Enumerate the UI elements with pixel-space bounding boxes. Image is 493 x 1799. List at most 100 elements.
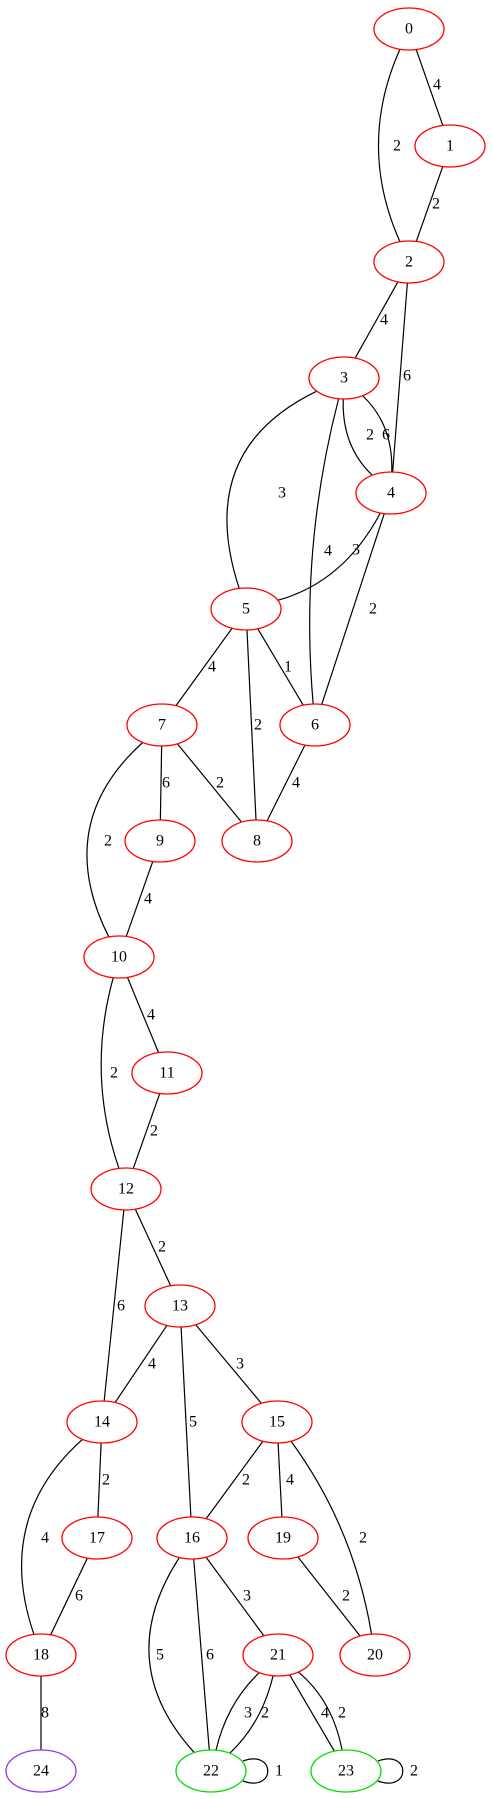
edge-line [193, 1558, 210, 1751]
edge-weight-label: 3 [352, 542, 360, 559]
edge-5-6: 1 [257, 628, 304, 706]
node-label: 13 [172, 1298, 188, 1315]
edge-weight-label: 2 [432, 196, 440, 213]
edge-line [114, 1325, 168, 1403]
node-label: 18 [33, 1647, 49, 1664]
edge-weight-label: 6 [75, 1588, 83, 1605]
edge-weight-label: 2 [338, 1705, 346, 1722]
edge-13-15: 3 [195, 1324, 262, 1404]
node-ellipse [279, 703, 351, 747]
edge-line [277, 1442, 283, 1518]
edge-weight-label: 2 [110, 1065, 118, 1082]
node-18: 18 [5, 1633, 77, 1677]
edge-13-14: 4 [114, 1325, 168, 1403]
node-ellipse [221, 819, 293, 863]
edge-weight-label: 2 [261, 1705, 269, 1722]
edge-weight-label: 2 [359, 1530, 367, 1547]
edge-3-5: 3 [226, 390, 317, 589]
edge-weight-label: 4 [147, 1007, 155, 1024]
edge-line [415, 49, 444, 126]
edge-line [242, 1758, 269, 1784]
edge-line [229, 1675, 274, 1754]
node-label: 0 [405, 21, 413, 38]
edge-12-14: 6 [103, 1209, 125, 1402]
node-24: 24 [5, 1749, 77, 1793]
node-label: 11 [159, 1065, 174, 1082]
edge-line [277, 512, 381, 601]
edge-7-10: 2 [86, 742, 144, 938]
node-4: 4 [355, 471, 427, 515]
edge-14-18: 4 [20, 1438, 83, 1635]
edge-14-17: 2 [97, 1442, 110, 1518]
edge-line [125, 861, 154, 937]
edge-weight-label: 2 [342, 1588, 350, 1605]
edge-17-18: 6 [50, 1557, 88, 1636]
edge-line [50, 1557, 88, 1636]
edge-10-12: 2 [100, 977, 120, 1169]
edge-2-4: 6 [392, 282, 411, 473]
node-label: 24 [33, 1763, 49, 1780]
edge-weight-label: 2 [366, 427, 374, 444]
edge-weight-label: 2 [369, 601, 377, 618]
edge-line [175, 627, 233, 707]
edge-weight-label: 4 [148, 1356, 156, 1373]
edge-weight-label: 4 [321, 1705, 329, 1722]
node-15: 15 [241, 1400, 313, 1444]
node-label: 4 [387, 485, 395, 502]
edge-line [159, 745, 163, 821]
node-label: 21 [270, 1647, 286, 1664]
edge-weight-label: 4 [208, 659, 216, 676]
edge-line [132, 1093, 161, 1169]
node-label: 5 [242, 601, 250, 618]
edge-line [20, 1438, 83, 1635]
node-16: 16 [156, 1516, 228, 1560]
node-ellipse [373, 7, 445, 51]
node-12: 12 [90, 1167, 162, 1211]
node-ellipse [156, 1516, 228, 1560]
node-ellipse [124, 819, 196, 863]
edge-0-1: 4 [415, 49, 444, 126]
edge-line [86, 742, 144, 938]
edge-3-6: 4 [309, 398, 340, 705]
node-3: 3 [308, 356, 380, 400]
node-19: 19 [247, 1516, 319, 1560]
edge-6-8: 4 [266, 744, 306, 822]
edge-1-2: 2 [415, 166, 444, 242]
edge-16-21: 3 [205, 1556, 265, 1637]
node-ellipse [5, 1633, 77, 1677]
node-6: 6 [279, 703, 351, 747]
node-label: 17 [89, 1530, 105, 1547]
edge-5-7: 4 [175, 627, 233, 707]
edge-21-22: 2 [229, 1675, 274, 1754]
edge-line [180, 1326, 192, 1518]
edge-weight-label: 8 [41, 1705, 49, 1722]
edge-line [226, 390, 317, 589]
edge-10-11: 4 [126, 977, 160, 1053]
edge-2-3: 4 [354, 281, 399, 359]
edge-line [103, 1209, 125, 1402]
node-label: 3 [340, 370, 348, 387]
node-ellipse [242, 1633, 314, 1677]
node-label: 14 [94, 1414, 110, 1431]
node-label: 15 [269, 1414, 285, 1431]
edge-weight-label: 4 [380, 312, 388, 329]
edge-weight-label: 4 [41, 1530, 49, 1547]
node-ellipse [308, 356, 380, 400]
edge-weight-label: 5 [189, 1414, 197, 1431]
edge-line [377, 49, 401, 242]
edge-weight-label: 4 [292, 775, 300, 792]
node-ellipse [90, 1167, 162, 1211]
edge-0-2: 2 [377, 49, 401, 242]
node-0: 0 [373, 7, 445, 51]
edge-21-23: 2 [297, 1671, 346, 1751]
node-label: 20 [367, 1647, 383, 1664]
node-label: 2 [405, 254, 413, 271]
edge-line [97, 1442, 102, 1518]
edge-weight-label: 3 [236, 1356, 244, 1373]
node-label: 22 [203, 1763, 219, 1780]
edge-9-10: 4 [125, 861, 154, 937]
node-ellipse [61, 1516, 133, 1560]
node-10: 10 [83, 935, 155, 979]
node-ellipse [355, 471, 427, 515]
node-ellipse [247, 1516, 319, 1560]
